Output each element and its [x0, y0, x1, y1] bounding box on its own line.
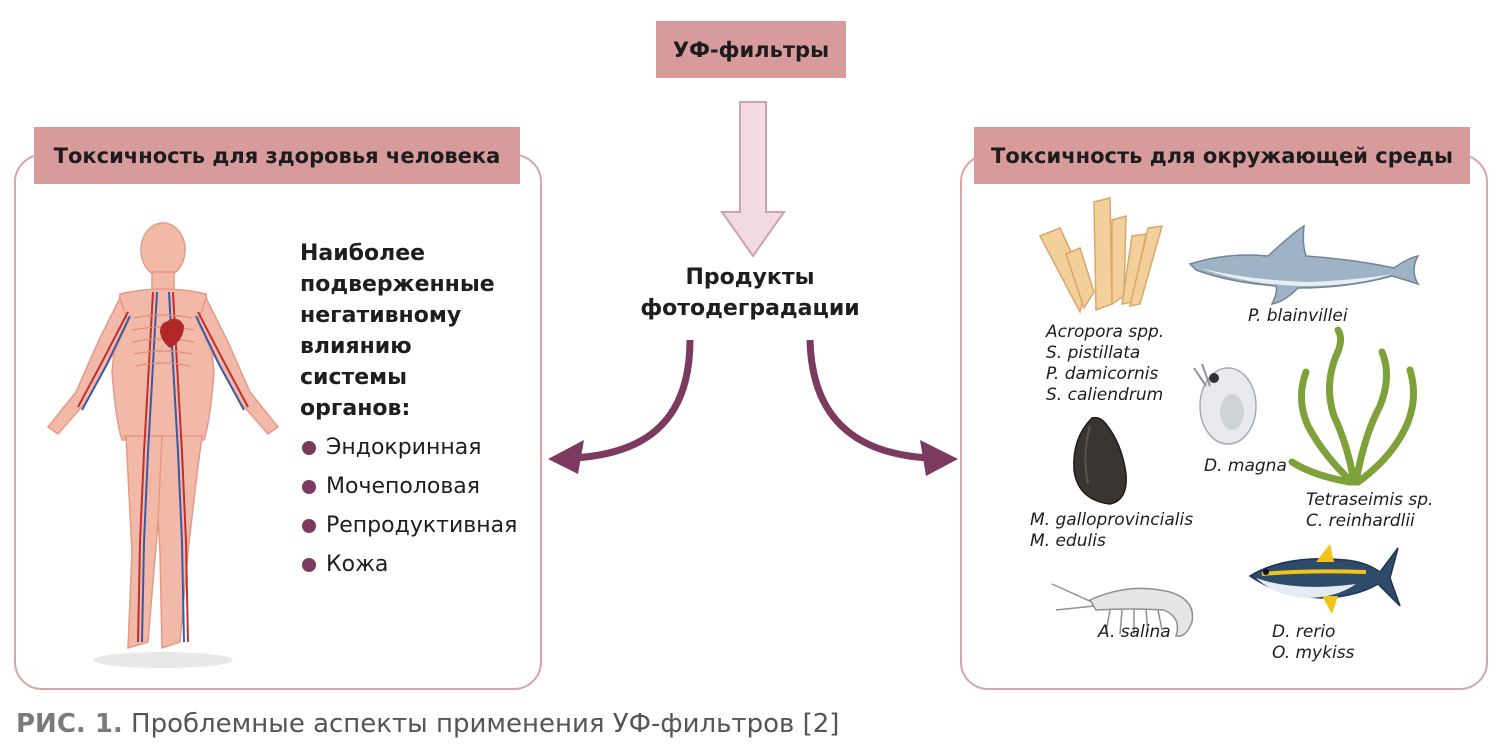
mussel-species: M. galloprovincialis M. edulis — [1030, 510, 1194, 551]
daphnia-illustration — [1193, 363, 1257, 445]
shrimp-illustration — [1051, 583, 1194, 637]
uv-filters-box: УФ-фильтры — [656, 21, 846, 78]
list-item: Кожа — [302, 545, 517, 584]
fish-illustration — [1248, 544, 1401, 614]
mussel-illustration — [1073, 416, 1127, 505]
bullet-icon — [302, 479, 316, 494]
uv-filters-label: УФ-фильтры — [672, 37, 830, 62]
dolphin-illustration — [1188, 224, 1420, 305]
photodegradation-products-label: Продукты фотодеградации — [640, 265, 860, 321]
bullet-icon — [302, 440, 316, 455]
coral-illustration — [1038, 197, 1164, 315]
curved-arrow-left-icon — [548, 339, 694, 474]
human-toxicity-header: Токсичность для здоровья человека — [34, 127, 520, 184]
list-item: Мочеполовая — [302, 467, 517, 506]
coral-species: Acropora spp. S. pistillata P. damicorni… — [1046, 322, 1165, 405]
down-arrow-icon — [720, 101, 786, 258]
bullet-icon — [302, 557, 316, 572]
environment-toxicity-header: Токсичность для окружающей среды — [974, 127, 1470, 184]
human-body-illustration — [46, 222, 280, 668]
list-item: Репродуктивная — [302, 506, 517, 545]
list-item: Эндокринная — [302, 428, 517, 467]
algae-species: Tetraseimis sp. C. reinhardlii — [1306, 490, 1434, 531]
figure-caption: РИС. 1. Проблемные аспекты применения УФ… — [16, 709, 840, 739]
fish-species: D. rerio O. mykiss — [1272, 622, 1355, 663]
organ-list: Эндокринная Мочеполовая Репродуктивная К… — [302, 428, 517, 584]
shrimp-species: A. salina — [1098, 622, 1171, 642]
human-toxicity-panel — [14, 154, 542, 690]
dolphin-species: P. blainvillei — [1248, 306, 1348, 326]
algae-illustration — [1288, 326, 1417, 486]
daphnia-species: D. magna — [1204, 456, 1287, 476]
curved-arrow-right-icon — [806, 339, 958, 476]
organs-title: Наиболее подверженные негативному влияни… — [300, 241, 495, 421]
bullet-icon — [302, 518, 316, 533]
